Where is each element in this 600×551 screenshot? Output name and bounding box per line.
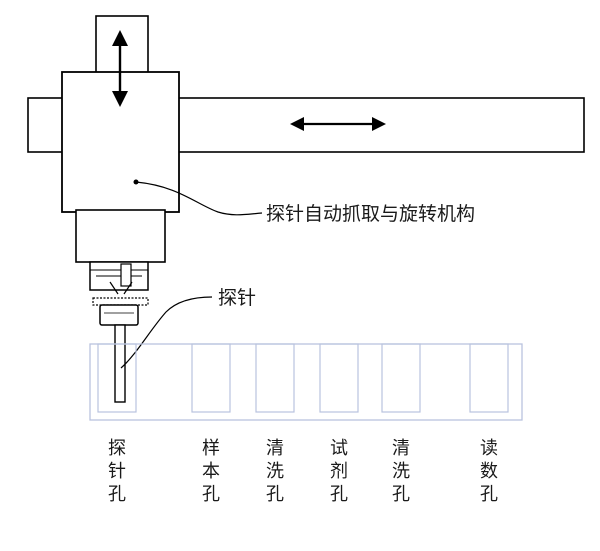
hole-label-6: 读 数 孔 <box>480 438 498 505</box>
hole-label-4-char-2: 剂 <box>330 461 348 482</box>
hole-label-5: 清 洗 孔 <box>392 438 410 505</box>
hole-label-1-char-2: 针 <box>108 461 126 482</box>
probe-label: 探针 <box>218 287 256 309</box>
hole-label-4: 试 剂 孔 <box>330 438 348 505</box>
mechanism-leader <box>133 179 263 216</box>
well-2 <box>191 343 231 413</box>
hole-label-3: 清 洗 孔 <box>266 438 284 505</box>
probe-needle <box>114 324 126 403</box>
hole-label-4-char-1: 试 <box>330 438 348 459</box>
hole-label-2-char-3: 孔 <box>202 484 220 505</box>
hole-label-1-char-3: 孔 <box>108 484 126 505</box>
hole-label-6-char-1: 读 <box>480 438 498 459</box>
hole-label-3-char-2: 洗 <box>266 461 284 482</box>
hole-label-2-char-1: 样 <box>202 438 220 459</box>
vertical-motion-arrow <box>112 30 128 107</box>
hole-label-3-char-3: 孔 <box>266 484 284 505</box>
lower-housing <box>75 209 166 263</box>
hole-label-5-char-3: 孔 <box>392 484 410 505</box>
hole-label-1: 探 针 孔 <box>108 438 126 505</box>
hole-label-2-char-2: 本 <box>202 461 220 482</box>
hole-label-3-char-1: 清 <box>266 438 284 459</box>
well-3 <box>255 343 295 413</box>
hole-label-4-char-3: 孔 <box>330 484 348 505</box>
well-4 <box>319 343 359 413</box>
well-5 <box>381 343 421 413</box>
hole-label-1-char-1: 探 <box>108 438 126 459</box>
well-plate <box>89 343 523 421</box>
mechanism-label: 探针自动抓取与旋转机构 <box>266 203 475 225</box>
hole-label-2: 样 本 孔 <box>202 438 220 505</box>
probe-leader <box>120 296 213 369</box>
hole-label-6-char-2: 数 <box>480 461 498 482</box>
well-6 <box>469 343 509 413</box>
hole-label-6-char-3: 孔 <box>480 484 498 505</box>
gripper-head <box>89 261 149 295</box>
hole-label-5-char-1: 清 <box>392 438 410 459</box>
horizontal-motion-arrow <box>290 117 386 131</box>
well-1 <box>97 343 137 413</box>
hole-label-5-char-2: 洗 <box>392 461 410 482</box>
probe-collar <box>92 297 149 326</box>
